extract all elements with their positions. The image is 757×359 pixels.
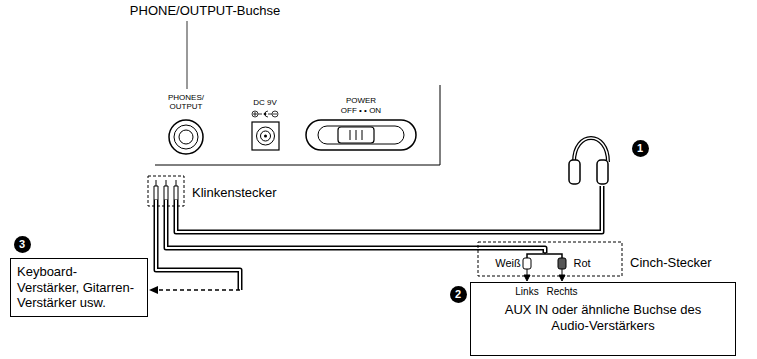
- amplifier-box: Keyboard-Verstärker, Gitarren-Verstärker…: [10, 258, 148, 317]
- cinch-plugs: [523, 258, 566, 281]
- plug-color: Rot: [573, 257, 590, 270]
- audio-amp-box: Links RechtsAUX IN oder ähnliche Buchse d…: [470, 282, 736, 356]
- callout-number: 1: [632, 140, 649, 157]
- panel-label: POWER: [346, 96, 376, 105]
- callout-number: 3: [14, 236, 31, 253]
- channel-label: Links: [515, 286, 538, 297]
- channel-label: Rechts: [546, 286, 577, 297]
- headphones: [569, 138, 608, 184]
- panel-label: DC 9V: [253, 98, 277, 107]
- panel-label: OFF • • ON: [341, 106, 381, 115]
- phones-jack: [169, 120, 203, 154]
- phone-plugs: [154, 180, 178, 200]
- plug-label: Klinkenstecker: [192, 186, 277, 201]
- plug-color: Weiß: [495, 257, 520, 270]
- cinch-frame: [478, 242, 622, 276]
- arrowhead: [149, 286, 158, 294]
- polarity-symbol: [252, 111, 278, 117]
- leader-line: [186, 21, 188, 89]
- panel-edge: [155, 85, 440, 165]
- cinch-split: [527, 252, 562, 258]
- plug-label: Cinch-Stecker: [630, 256, 712, 271]
- box-text: Keyboard-Verstärker, Gitarren-Verstärker…: [17, 264, 135, 311]
- cables: [156, 186, 602, 290]
- callout-number: 2: [450, 286, 467, 303]
- power-switch: [306, 120, 416, 150]
- box-text: AUX IN oder ähnliche Buchse des Audio-Ve…: [471, 302, 735, 333]
- jack-caption: PHONE/OUTPUT-Buchse: [130, 4, 280, 19]
- panel-label: PHONES/ OUTPUT: [164, 93, 208, 111]
- dashed-arrow: [157, 289, 240, 291]
- dc-jack: [252, 122, 279, 150]
